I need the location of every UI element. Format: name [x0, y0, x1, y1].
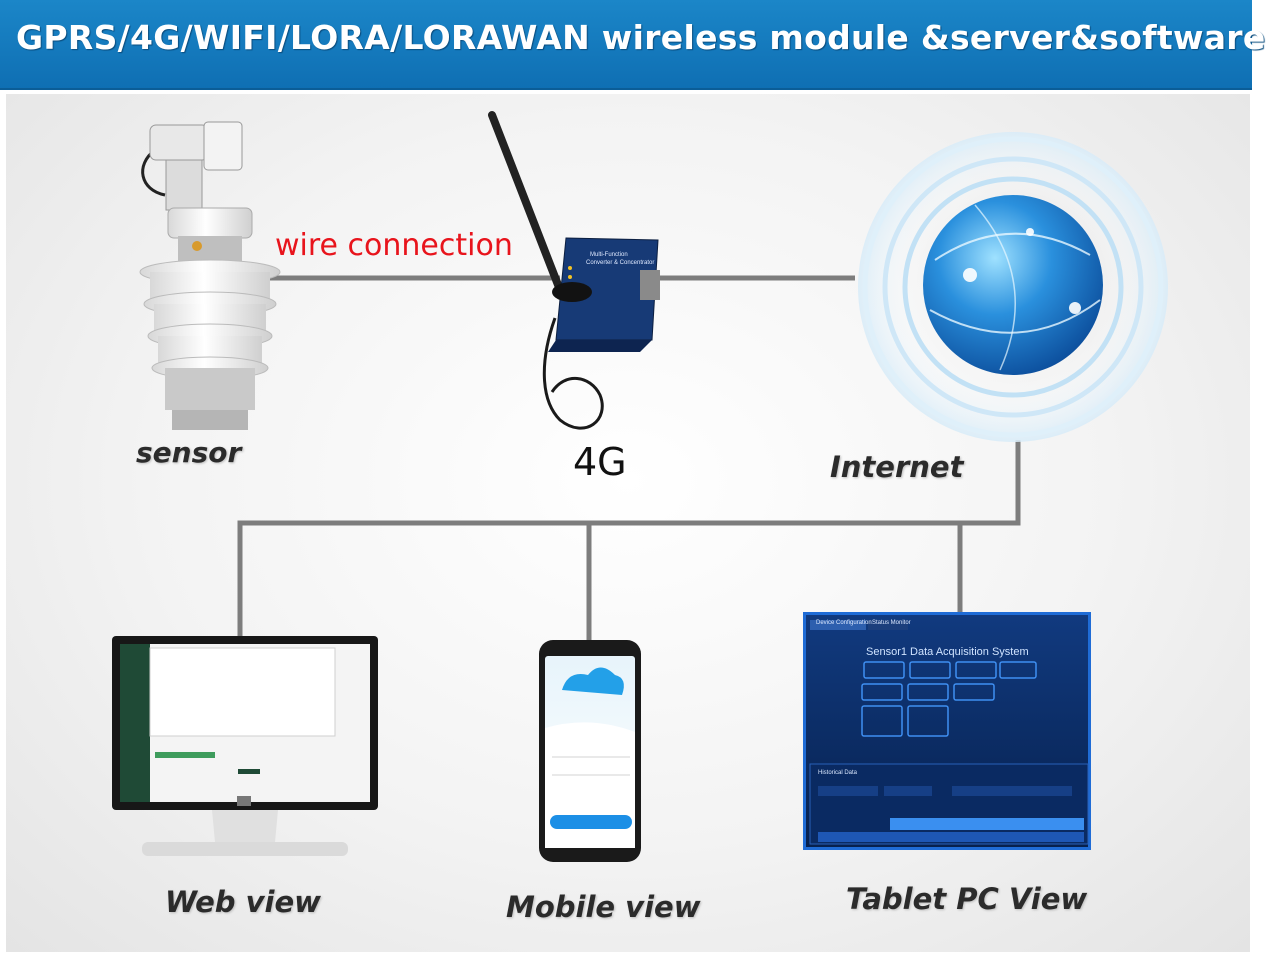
mobile-phone-icon	[539, 640, 641, 862]
title-banner: GPRS/4G/WIFI/LORA/LORAWAN wireless modul…	[0, 0, 1265, 90]
weather-sensor-icon	[139, 121, 281, 430]
4g-label: 4G	[573, 440, 627, 484]
mobile-view-label: Mobile view	[506, 890, 701, 924]
connection-lines	[237, 275, 1021, 640]
tablet-tab-config: Device Configuration	[816, 620, 872, 626]
tablet-screen-icon	[803, 612, 1091, 850]
wire-connection-label: wire connection	[275, 228, 513, 263]
tablet-history-title: Historical Data	[818, 770, 858, 776]
tablet-tab-status: Status Monitor	[872, 620, 911, 626]
internet-globe-icon	[858, 132, 1168, 442]
sensor-label: sensor	[136, 436, 242, 469]
banner-title: GPRS/4G/WIFI/LORA/LORAWAN wireless modul…	[16, 18, 1266, 57]
svg-text:Converter & Concentrator: Converter & Concentrator	[586, 260, 654, 266]
svg-text:Multi-Function: Multi-Function	[590, 252, 628, 258]
web-view-label: Web view	[165, 885, 321, 919]
tablet-system-title: Sensor1 Data Acquisition System	[866, 646, 1029, 658]
4g-router-icon: Multi-Function Converter & Concentrator	[488, 111, 660, 430]
internet-drop-line	[237, 440, 1021, 640]
tablet-view-label: Tablet PC View	[846, 882, 1088, 916]
internet-label: Internet	[830, 450, 964, 484]
web-monitor-icon	[112, 636, 378, 856]
